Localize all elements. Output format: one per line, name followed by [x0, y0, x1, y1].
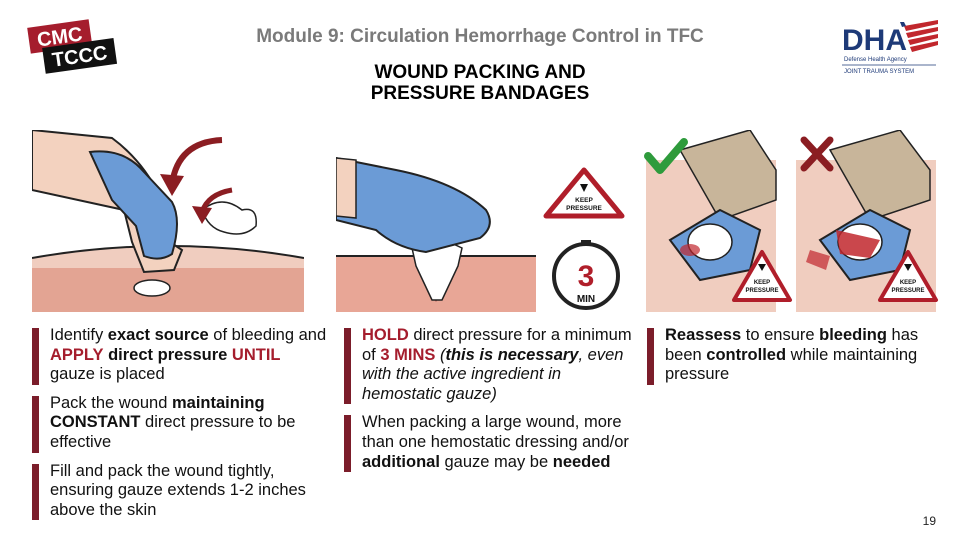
slide-title: WOUND PACKING AND PRESSURE BANDAGES: [0, 62, 960, 104]
module-title: Module 9: Circulation Hemorrhage Control…: [256, 26, 704, 47]
bullet-bar: [32, 463, 39, 521]
bullet-text: of bleeding and: [208, 326, 327, 344]
bullet-emphasis: direct pressure: [108, 345, 228, 364]
keep-pressure-correct-line1: KEEP: [754, 280, 770, 286]
timer-unit: MIN: [577, 294, 595, 305]
page-number: 19: [922, 514, 936, 528]
bullet-text: Fill and pack the wound tightly, ensurin…: [50, 461, 306, 519]
illustration-reassess: KEEP PRESSURE KEEP PRESSURE: [640, 129, 940, 312]
column-1: Identify exact source of bleeding and AP…: [30, 326, 330, 529]
bullet-emphasis: needed: [552, 452, 611, 471]
bullet-text: direct pressure to be effective: [50, 413, 296, 451]
bullet-large-wound: When packing a large wound, more than on…: [342, 413, 632, 473]
keep-pressure-incorrect-line1: KEEP: [900, 280, 916, 286]
bullet-identify-source: Identify exact source of bleeding and AP…: [30, 326, 330, 385]
bullet-bar: [32, 395, 39, 453]
bullet-highlight: HOLD: [362, 326, 409, 344]
x-mark-icon: [800, 136, 834, 172]
keep-pressure-incorrect-line2: PRESSURE: [891, 288, 924, 294]
bullet-bar: [344, 415, 351, 473]
bullet-emphasis: controlled: [706, 345, 787, 364]
keep-pressure-correct-line2: PRESSURE: [745, 288, 778, 294]
bullet-text: to ensure: [741, 326, 820, 344]
bullet-emphasis: bleeding: [819, 326, 887, 344]
keep-pressure-sign-line2: PRESSURE: [566, 205, 602, 212]
bullet-fill-pack: Fill and pack the wound tightly, ensurin…: [30, 462, 330, 521]
bullet-emphasis: exact source: [107, 326, 209, 344]
bullet-emphasis: Reassess: [665, 326, 742, 344]
bullet-text: gauze may be: [439, 452, 553, 471]
bullet-text: (: [435, 345, 446, 364]
bullet-reassess: Reassess to ensure bleeding has been con…: [645, 326, 935, 385]
illustration-direct-pressure: [31, 128, 305, 312]
bullet-text: Pack the wound: [50, 393, 172, 412]
bullet-text: When packing a large wound, more than on…: [362, 413, 629, 451]
bullet-text: direct pressure for a minimum of: [362, 326, 632, 364]
slide-title-line1: WOUND PACKING AND: [374, 62, 586, 83]
illustration-hold-pressure: KEEP PRESSURE 3 MIN: [335, 130, 626, 312]
bullet-emphasis: additional: [362, 452, 440, 471]
bullet-text: while maintaining pressure: [665, 345, 918, 384]
bullet-pack-wound: Pack the wound maintaining CONSTANT dire…: [30, 394, 330, 453]
column-2: HOLD direct pressure for a minimum of 3 …: [342, 326, 632, 481]
column-3: Reassess to ensure bleeding has been con…: [645, 326, 935, 394]
keep-pressure-sign-line1: KEEP: [575, 197, 593, 204]
bullet-text: has been: [665, 326, 919, 364]
bullet-hold-pressure: HOLD direct pressure for a minimum of 3 …: [342, 326, 632, 405]
dha-jts-text: JOINT TRAUMA SYSTEM: [844, 69, 914, 75]
dha-logo-text: DHA: [842, 24, 907, 57]
bullet-emphasis: this is necessary: [445, 345, 579, 364]
dha-subtitle: Defense Health Agency: [844, 57, 907, 63]
bullet-emphasis: maintaining CONSTANT: [50, 393, 265, 432]
bullet-text: , even with the active ingredient in hem…: [362, 345, 624, 403]
bullet-bar: [647, 328, 654, 385]
bullet-highlight: 3 MINS: [380, 345, 436, 364]
check-icon: [644, 138, 688, 174]
bullet-bar: [32, 328, 39, 385]
bullet-text: Identify: [50, 326, 108, 344]
bullet-highlight: APPLY: [50, 345, 104, 364]
bullet-highlight: UNTIL: [231, 345, 281, 364]
bullet-text: gauze is placed: [50, 365, 165, 384]
timer-value: 3: [578, 260, 595, 293]
slide-title-line2: PRESSURE BANDAGES: [370, 83, 590, 104]
dha-logo: DHA Defense Health Agency JOINT TRAUMA S…: [838, 18, 942, 78]
bullet-bar: [344, 328, 351, 405]
cmc-tccc-logo: CMC TCCC: [24, 16, 118, 74]
